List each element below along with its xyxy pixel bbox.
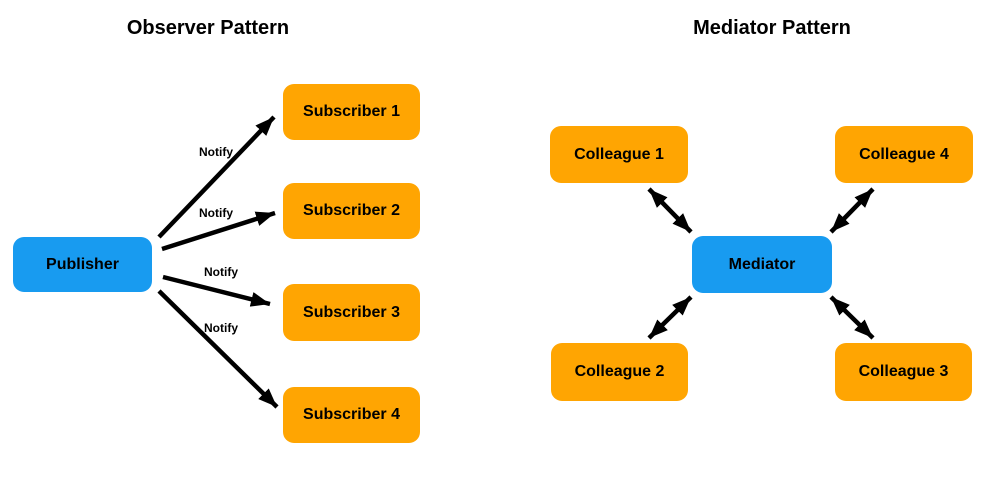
- notify-label-4: Notify: [204, 321, 238, 335]
- subscriber-3-node: Subscriber 3: [283, 284, 420, 341]
- arrow-mediator-colleague-2: [647, 295, 693, 340]
- subscriber-4-node: Subscriber 4: [283, 387, 420, 443]
- colleague-4-node: Colleague 4: [835, 126, 973, 183]
- mediator-pattern-title: Mediator Pattern: [693, 17, 851, 39]
- notify-label-2: Notify: [199, 206, 233, 220]
- arrow-publisher-to-subscriber-3: [162, 274, 271, 307]
- subscriber-2-node: Subscriber 2: [283, 183, 420, 239]
- colleague-3-node: Colleague 3: [835, 343, 972, 401]
- colleague-2-node: Colleague 2: [551, 343, 688, 401]
- notify-label-3: Notify: [204, 265, 238, 279]
- arrow-colleague-4-mediator: [829, 187, 875, 234]
- colleague-1-node: Colleague 1: [550, 126, 688, 183]
- publisher-node: Publisher: [13, 237, 152, 292]
- arrow-publisher-to-subscriber-4: [157, 289, 279, 409]
- arrow-mediator-colleague-3: [829, 295, 875, 340]
- notify-label-1: Notify: [199, 145, 233, 159]
- subscriber-1-node: Subscriber 1: [283, 84, 420, 140]
- observer-pattern-title: Observer Pattern: [126, 17, 290, 39]
- mediator-node: Mediator: [692, 236, 832, 293]
- arrow-colleague-1-mediator: [647, 187, 693, 234]
